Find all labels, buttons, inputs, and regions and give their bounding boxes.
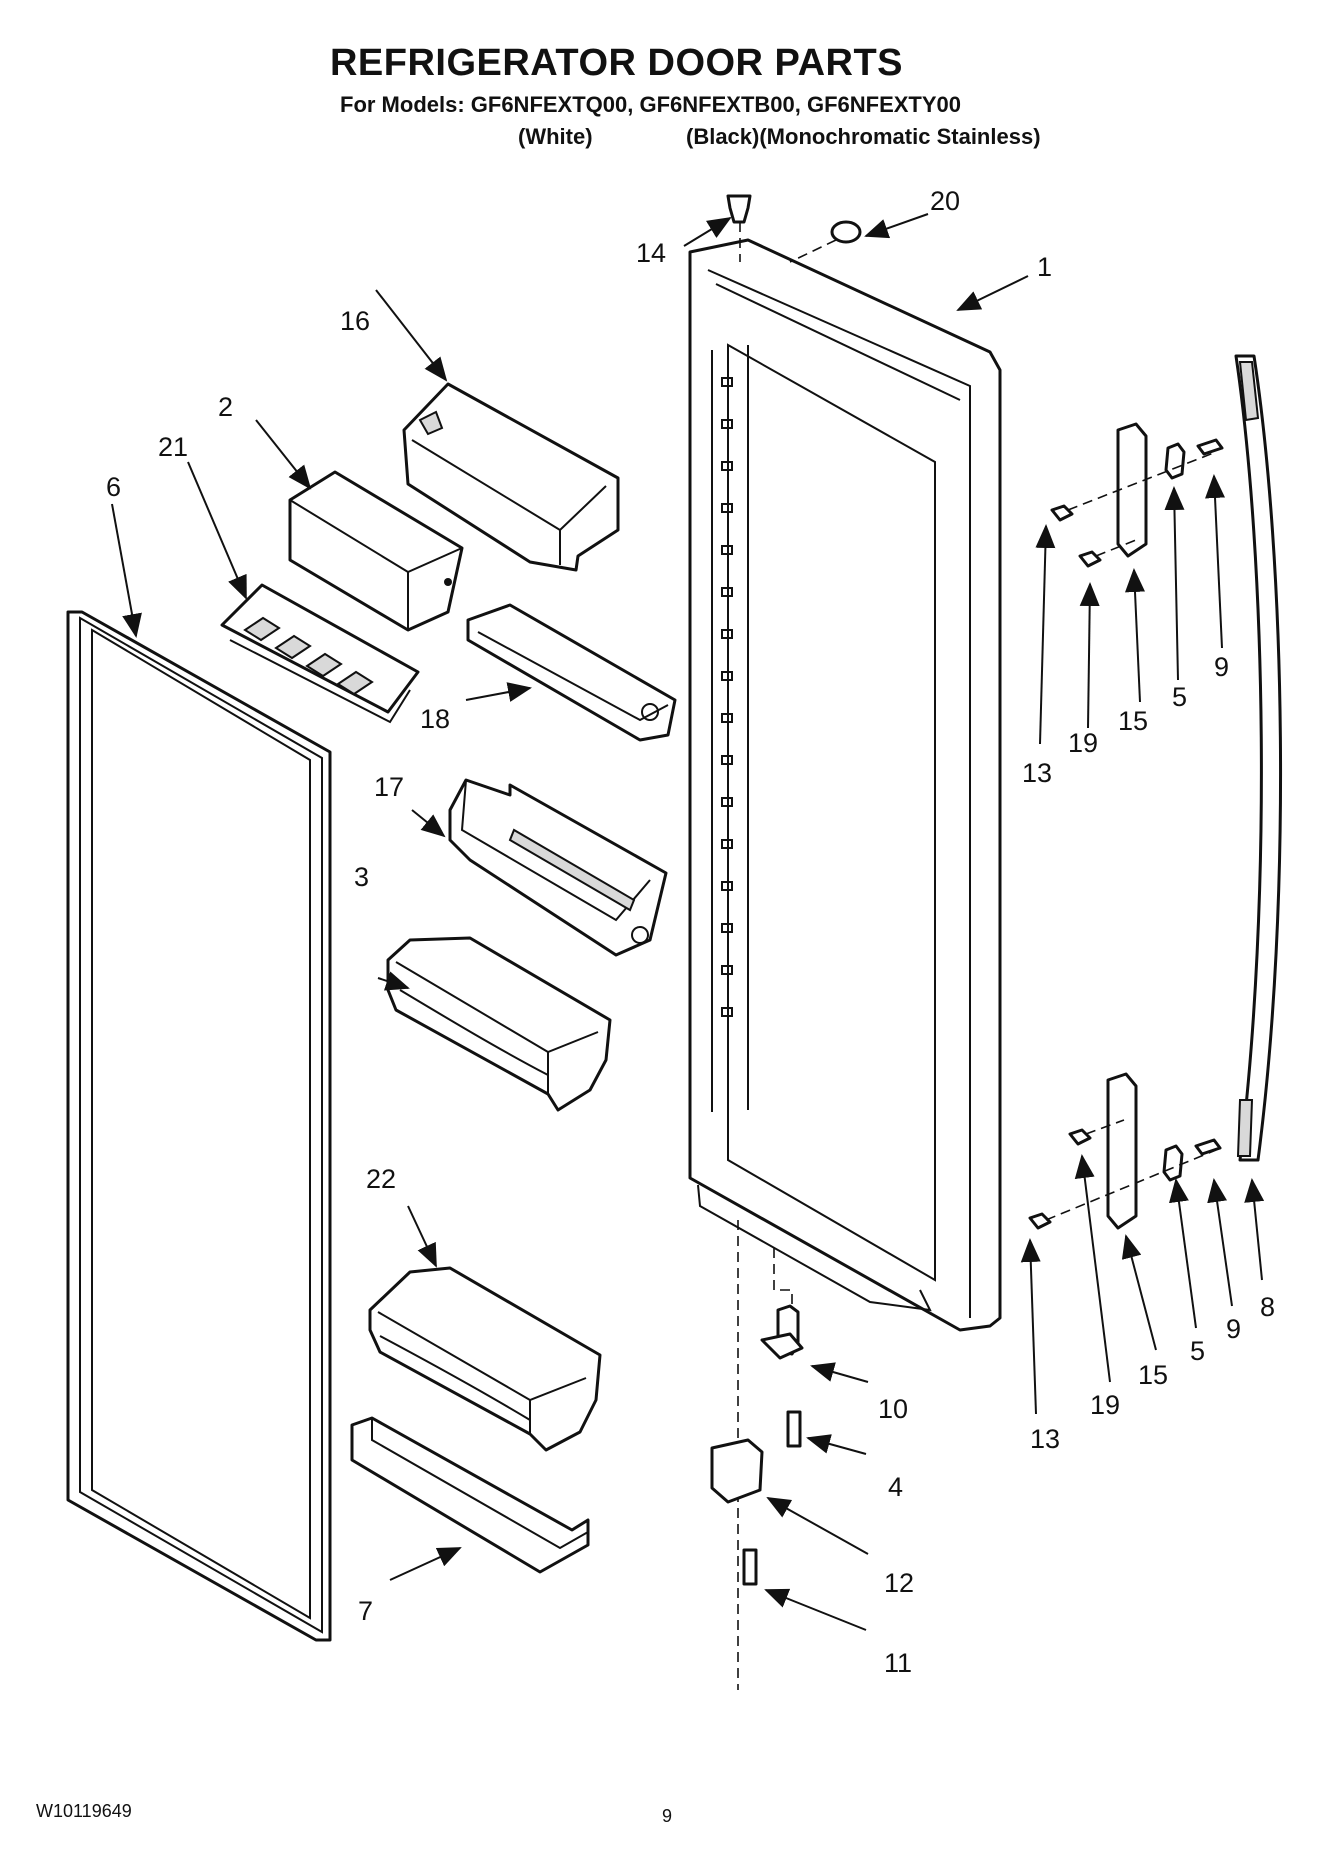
part-2-dairy-door [288, 470, 464, 632]
part-16-dairy-compartment [402, 382, 620, 572]
part-6-door-gasket [66, 610, 332, 1642]
callout-16: 16 [340, 306, 370, 336]
bottom-hinge-parts [710, 1220, 804, 1690]
callout-15-upper: 15 [1118, 706, 1148, 736]
callout-15-lower: 15 [1138, 1360, 1168, 1390]
callout-6: 6 [106, 472, 121, 502]
part-14-top-hinge-pin [726, 194, 752, 262]
part-22-door-bin [368, 1266, 602, 1452]
callout-14: 14 [636, 238, 666, 268]
part-1-door-assembly [688, 238, 1002, 1332]
models-line: For Models: GF6NFEXTQ00, GF6NFEXTB00, GF… [340, 92, 962, 117]
diagram-title: REFRIGERATOR DOOR PARTS [329, 42, 904, 84]
callout-4: 4 [888, 1472, 903, 1502]
callout-3: 3 [354, 862, 369, 892]
callout-8: 8 [1260, 1292, 1275, 1322]
callout-5-upper: 5 [1172, 682, 1187, 712]
callout-1: 1 [1037, 252, 1052, 282]
variant-black-stainless: (Black)(Monochromatic Stainless) [686, 124, 1041, 149]
callout-19-lower: 19 [1090, 1390, 1120, 1420]
callout-21: 21 [158, 432, 188, 462]
callout-2: 2 [218, 392, 233, 422]
part-3-door-bin [386, 936, 612, 1112]
variant-white: (White) [518, 124, 593, 149]
callout-13-lower: 13 [1030, 1424, 1060, 1454]
part-7-bin-trim [350, 1416, 590, 1574]
upper-handle-hardware [1050, 422, 1224, 568]
shelf-slots [721, 377, 733, 1017]
part-17-can-bin [448, 778, 668, 957]
page-number: 9 [662, 1806, 673, 1826]
leader-lines [111, 213, 1265, 1631]
callout-18: 18 [420, 704, 450, 734]
callout-12: 12 [884, 1568, 914, 1598]
part-20-plug [789, 220, 862, 263]
lower-handle-hardware [1028, 1072, 1222, 1230]
callout-13-upper: 13 [1022, 758, 1052, 788]
callout-9-lower: 9 [1226, 1314, 1241, 1344]
callout-5-lower: 5 [1190, 1336, 1205, 1366]
callout-7: 7 [358, 1596, 373, 1626]
callout-20: 20 [930, 186, 960, 216]
callout-9-upper: 9 [1214, 652, 1229, 682]
callout-22: 22 [366, 1164, 396, 1194]
callout-11: 11 [884, 1648, 912, 1678]
part-8-door-handle [1234, 354, 1283, 1162]
callout-19-upper: 19 [1068, 728, 1098, 758]
document-number: W10119649 [36, 1801, 132, 1821]
callout-10: 10 [878, 1394, 908, 1424]
callout-17: 17 [374, 772, 404, 802]
part-21-egg-tray [220, 583, 420, 724]
part-18-shelf-trim [466, 603, 677, 742]
